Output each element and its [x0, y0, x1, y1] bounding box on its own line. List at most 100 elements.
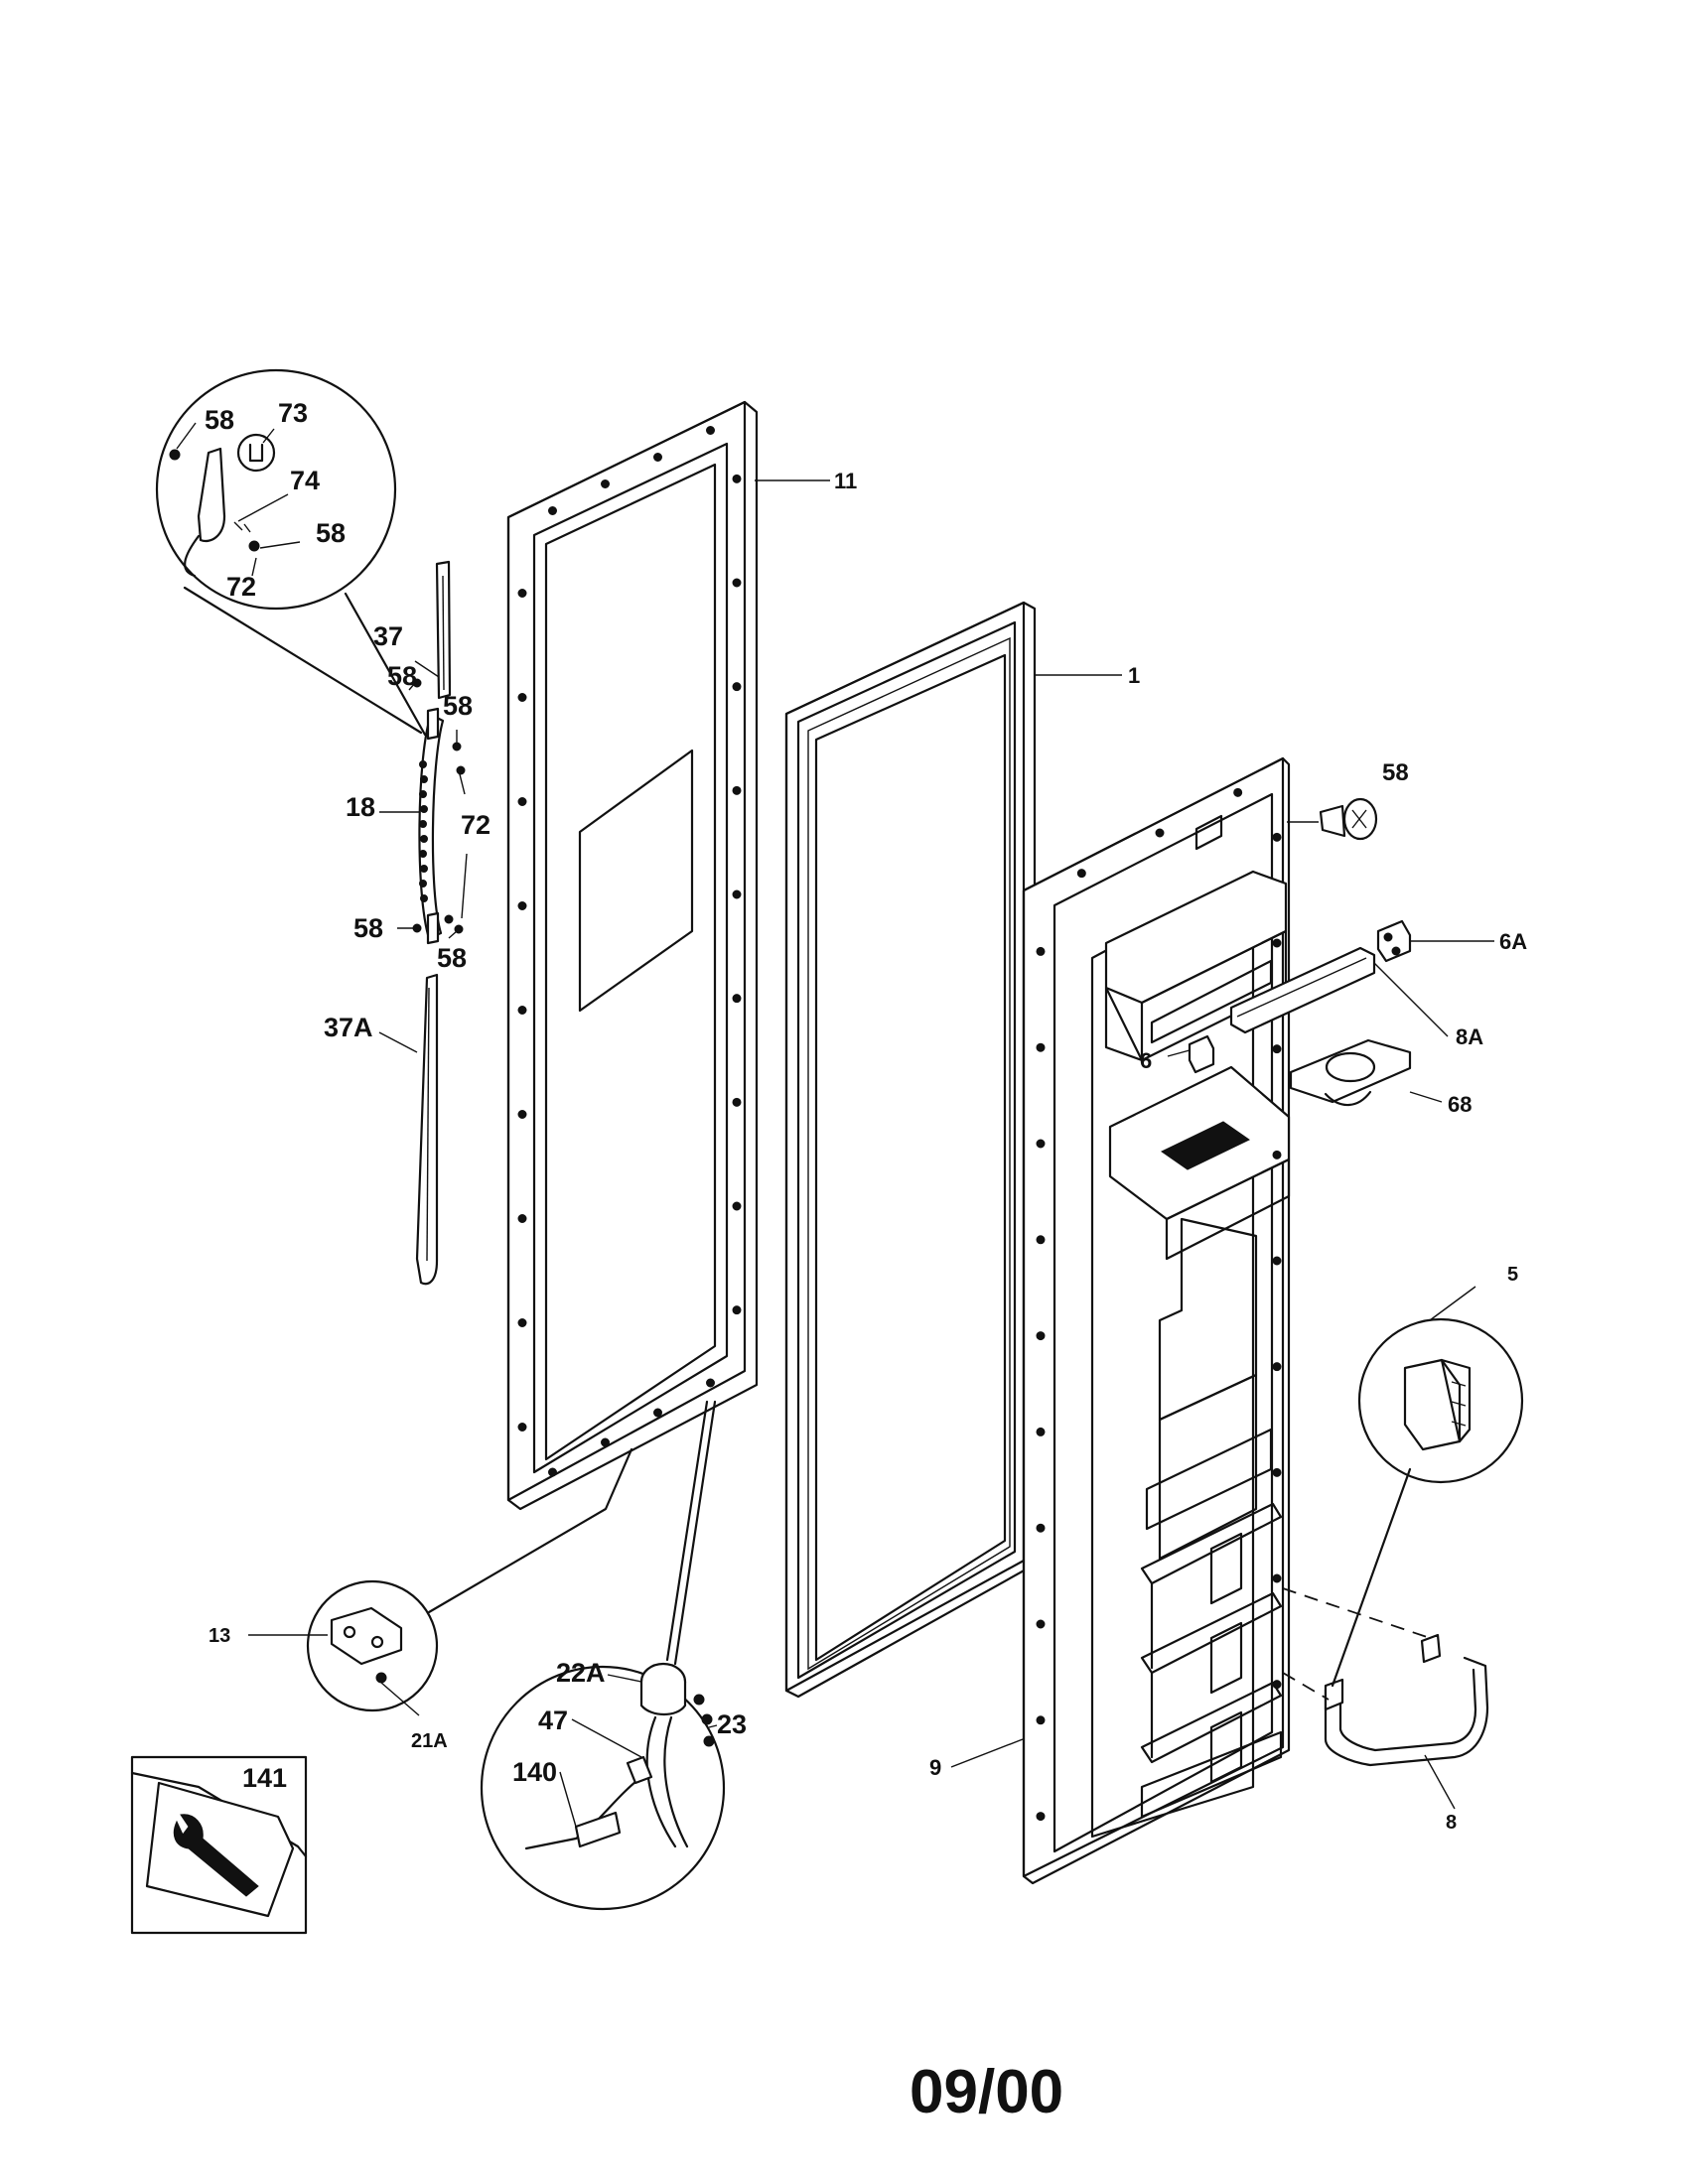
label-8: 8	[1446, 1812, 1457, 1834]
part-labels: 58 73 74 58 72 37 58 58 18 72 58 58 37A …	[205, 398, 1527, 1834]
screw-hole	[517, 1214, 527, 1223]
label-22a: 22A	[556, 1658, 606, 1688]
label-37: 37	[373, 621, 403, 651]
screw-hole	[1272, 1044, 1282, 1054]
wiring-detail-callout	[480, 1400, 726, 1911]
screw-hole	[1036, 1427, 1046, 1436]
screw-hole	[706, 1378, 715, 1388]
label-58: 58	[443, 691, 473, 721]
screw-hole	[517, 1423, 527, 1432]
label-18: 18	[346, 792, 375, 822]
screw-hole	[1036, 1715, 1046, 1725]
screw-hole	[1272, 938, 1282, 948]
screw-hole	[732, 474, 742, 483]
screw-hole	[1036, 1139, 1046, 1149]
screw-hole	[1272, 1256, 1282, 1266]
screw-hole	[517, 1110, 527, 1119]
label-5: 5	[1507, 1264, 1518, 1286]
screw-hole	[548, 506, 557, 515]
screw-hole	[1272, 832, 1282, 842]
bracket-detail-callout	[306, 1447, 633, 1712]
screw-hole	[706, 426, 715, 435]
screw-hole	[1036, 1331, 1046, 1341]
screw-hole	[517, 797, 527, 806]
label-1: 1	[1128, 663, 1140, 688]
label-47: 47	[538, 1706, 568, 1735]
screw-hole	[548, 1467, 557, 1477]
screw-hole	[1036, 1042, 1046, 1052]
handle-grip-dot	[420, 805, 428, 813]
label-21a: 21A	[411, 1730, 448, 1752]
label-72: 72	[226, 572, 256, 602]
screw-hole	[517, 693, 527, 702]
label-23: 23	[717, 1709, 747, 1739]
label-140: 140	[512, 1757, 557, 1787]
label-58: 58	[387, 661, 417, 691]
screw-hole	[517, 901, 527, 910]
handle-assembly	[412, 560, 466, 1286]
label-6a: 6A	[1499, 929, 1527, 954]
screw-hole	[732, 578, 742, 588]
label-74: 74	[290, 466, 320, 495]
literature-box	[130, 1755, 308, 1935]
label-13: 13	[209, 1625, 230, 1647]
handle-grip-dot	[419, 850, 427, 858]
screw-hole	[1155, 828, 1165, 838]
screw-hole	[517, 589, 527, 598]
handle-grip-dot	[419, 790, 427, 798]
hinge-detail-callout	[155, 368, 427, 737]
dispenser-parts	[1188, 797, 1524, 1767]
screw-hole	[1036, 946, 1046, 956]
screw-hole	[1272, 1150, 1282, 1160]
label-11: 11	[834, 469, 857, 493]
inner-door-liner	[1022, 756, 1291, 1885]
screw-hole	[732, 1201, 742, 1211]
label-9: 9	[929, 1755, 941, 1780]
screw-hole	[1036, 1235, 1046, 1245]
screw-hole	[517, 1318, 527, 1327]
screw-hole	[601, 1437, 610, 1447]
screw-hole	[732, 994, 742, 1004]
screw-hole	[653, 1408, 662, 1418]
screw-hole	[732, 889, 742, 899]
label-58: 58	[1382, 759, 1409, 786]
handle-grip-dot	[419, 760, 427, 768]
screw-hole	[1076, 869, 1086, 879]
screw-58-detail	[1319, 797, 1378, 841]
screw-hole	[1036, 1523, 1046, 1533]
screw-hole	[1272, 1573, 1282, 1583]
screw-hole	[1272, 1680, 1282, 1690]
label-37a: 37A	[324, 1013, 373, 1042]
screw-hole	[601, 479, 610, 488]
label-58: 58	[205, 405, 234, 435]
screw-hole	[1272, 1362, 1282, 1372]
screw-hole	[732, 785, 742, 795]
screw-hole	[653, 453, 662, 462]
screw-hole	[732, 1305, 742, 1315]
handle-grip-dot	[420, 835, 428, 843]
leader-lines	[176, 422, 1494, 1828]
label-58: 58	[437, 943, 467, 973]
handle-grip-dot	[420, 775, 428, 783]
handle-grip-dot	[420, 894, 428, 902]
screw-hole	[1233, 787, 1243, 797]
screw-hole	[732, 1097, 742, 1107]
outer-door-panel	[506, 400, 759, 1511]
label-68: 68	[1448, 1092, 1472, 1117]
handle-grip-dot	[420, 865, 428, 873]
handle-grip-dot	[419, 880, 427, 887]
screw-hole	[1272, 1467, 1282, 1477]
label-6: 6	[1140, 1048, 1152, 1073]
label-141: 141	[242, 1763, 287, 1793]
screw-hole	[517, 1006, 527, 1015]
label-73: 73	[278, 398, 308, 428]
screw-hole	[1036, 1619, 1046, 1629]
screw-hole	[1036, 1812, 1046, 1822]
footer-code: 09/00	[910, 2058, 1063, 2126]
handle-grip-dot	[419, 820, 427, 828]
door-gasket	[784, 601, 1037, 1699]
label-72: 72	[461, 810, 491, 840]
label-58: 58	[316, 518, 346, 548]
label-58: 58	[353, 913, 383, 943]
